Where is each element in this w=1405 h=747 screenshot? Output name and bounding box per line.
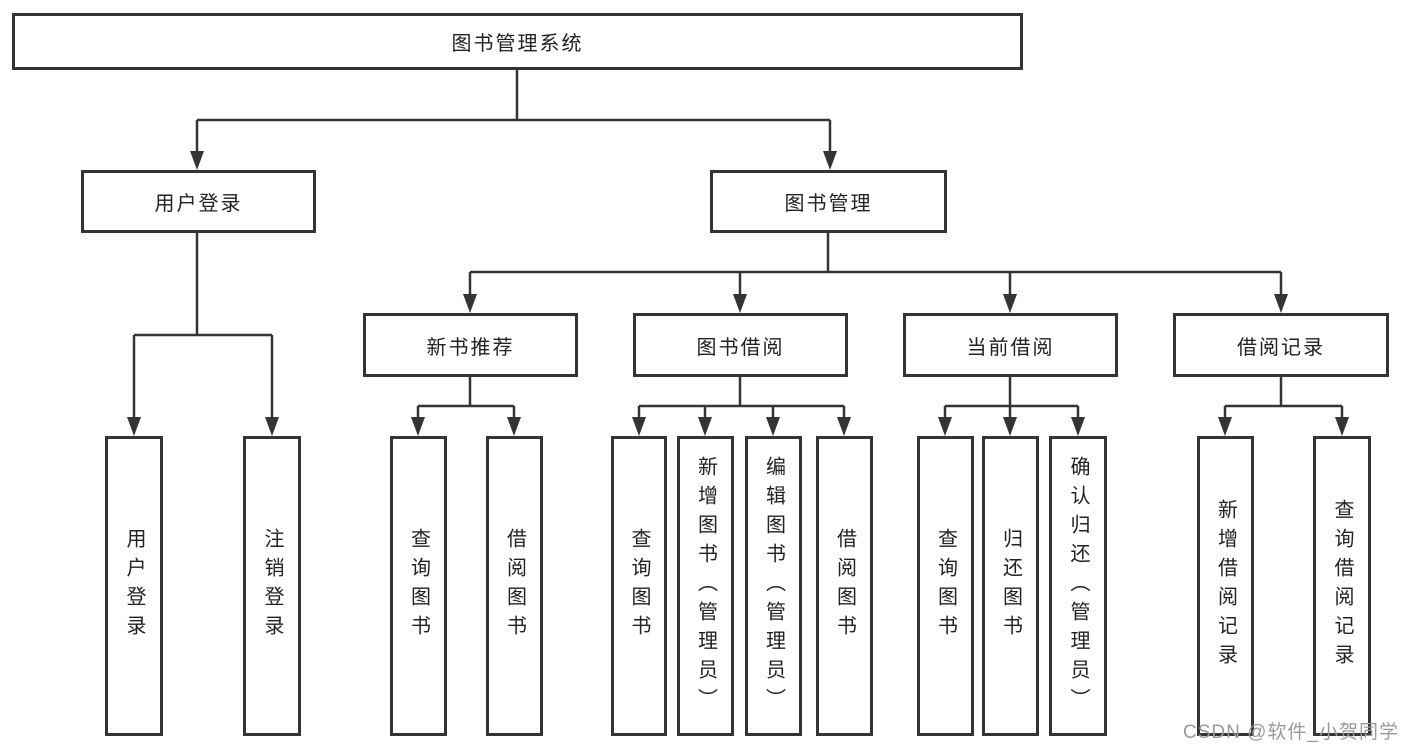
node-borrowing-records: 借阅记录 [1173,313,1389,377]
leaf-borrow-books-recommend: 借阅图书 [486,436,543,736]
node-book-borrowing: 图书借阅 [633,313,848,377]
leaf-label: 编辑图书（管理员） [762,455,785,717]
leaf-edit-books-admin: 编辑图书（管理员） [745,436,802,736]
leaf-logout: 注销登录 [243,436,301,736]
node-label: 图书管理 [784,193,873,215]
leaf-label: 查询借阅记录 [1331,499,1353,673]
node-label: 新书推荐 [426,336,515,359]
node-current-borrowing: 当前借阅 [903,313,1118,377]
node-user-login: 用户登录 [81,170,316,233]
leaf-label: 查询图书 [407,528,430,644]
leaf-return-books: 归还图书 [982,436,1039,736]
node-label: 用户登录 [154,193,243,215]
leaf-label: 借阅图书 [833,528,856,644]
arrowheads [127,151,1349,436]
leaf-query-books-current: 查询图书 [917,436,974,736]
leaf-label: 新增借阅记录 [1214,499,1237,673]
leaf-query-books-recommend: 查询图书 [390,436,447,736]
leaf-label: 查询图书 [934,528,957,644]
leaf-label: 新增图书（管理员） [694,455,717,717]
leaf-label: 归还图书 [999,528,1022,644]
leaf-label: 查询图书 [628,528,650,644]
node-label: 当前借阅 [966,336,1055,359]
leaf-label: 借阅图书 [503,528,526,644]
leaf-label: 确认归还（管理员） [1067,455,1089,717]
leaf-label: 用户登录 [123,528,145,644]
leaf-add-borrow-record: 新增借阅记录 [1197,436,1254,736]
csdn-watermark: CSDN @软件_小贺同学 [1183,722,1399,743]
leaf-borrow-books: 借阅图书 [816,436,873,736]
leaf-confirm-return-admin: 确认归还（管理员） [1049,436,1107,736]
leaf-add-books-admin: 新增图书（管理员） [677,436,734,736]
node-new-book-recommend: 新书推荐 [363,313,578,377]
node-library-management-system: 图书管理系统 [12,13,1023,70]
node-label: 图书管理系统 [451,33,584,55]
leaf-label: 注销登录 [261,528,283,644]
node-label: 图书借阅 [696,336,785,359]
node-book-management: 图书管理 [710,170,947,233]
leaf-query-borrow-record: 查询借阅记录 [1313,436,1371,736]
node-label: 借阅记录 [1237,336,1325,359]
leaf-user-login: 用户登录 [105,436,163,736]
leaf-query-books-borrow: 查询图书 [611,436,667,736]
